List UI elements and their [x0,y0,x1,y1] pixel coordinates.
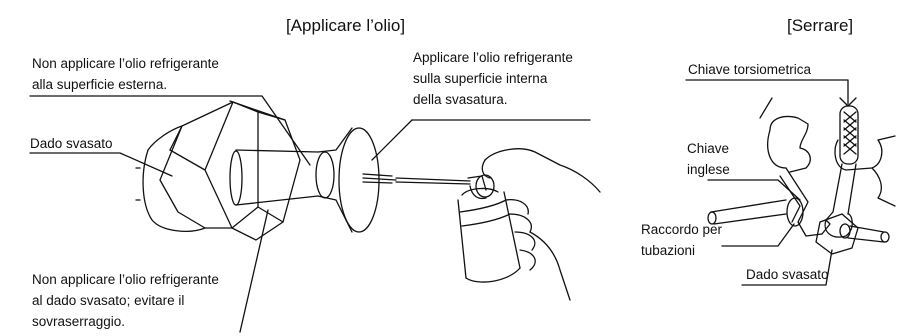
label-flare-nut-right: Dado svasato [746,267,829,282]
pipe-and-union-drawing [708,198,889,254]
spanner-drawing [760,98,830,236]
oil-spray-lines [363,174,470,184]
label-no-oil-outer: Non applicare l’olio refrigerante alla s… [32,56,219,92]
label-apply-inner: Applicare l’olio refrigerante sulla supe… [413,50,573,107]
label-torque-wrench: Chiave torsiometrica [688,62,812,77]
torque-wrench-drawing [825,106,895,237]
leader-lines-left [30,96,590,332]
label-spanner: Chiave inglese [687,141,730,177]
spray-can-drawing [458,149,600,300]
label-flare-nut-left: Dado svasato [30,136,113,151]
flare-nut-drawing [136,101,318,240]
label-pipe-union: Raccordo per tubazioni [641,222,723,258]
header-tighten: [Serrare] [787,16,854,35]
header-apply-oil: [Applicare l’olio] [286,16,406,35]
label-no-oil-nut: Non applicare l’olio refrigerante al dad… [32,272,219,329]
flare-cone-drawing [316,128,379,232]
leader-lines-right [686,80,856,285]
